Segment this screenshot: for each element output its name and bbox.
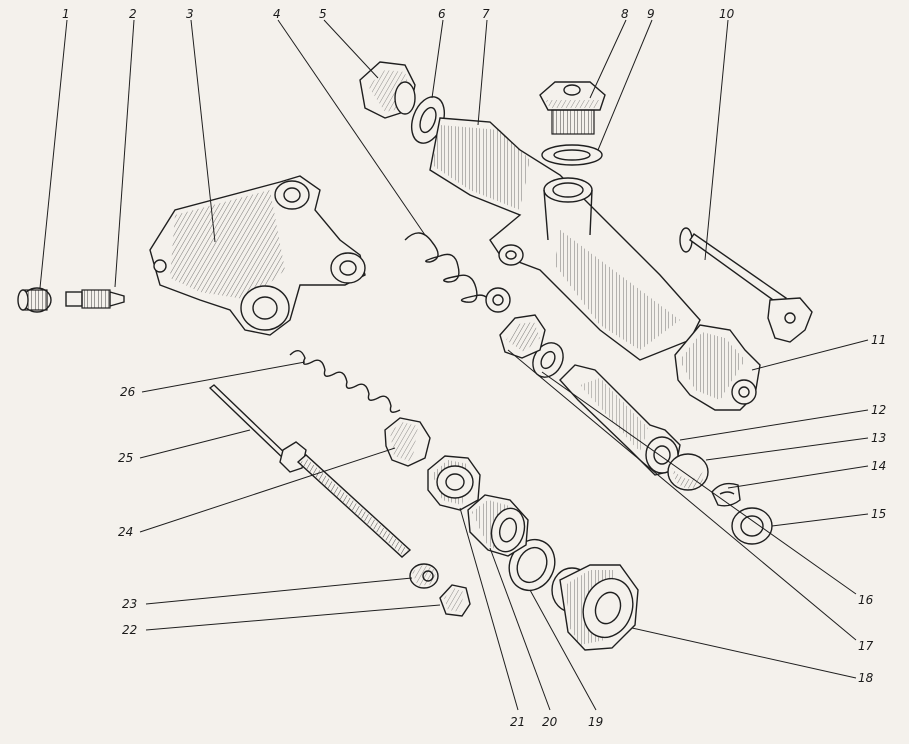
callout-4: 4: [273, 7, 281, 21]
part-18-bushing: [551, 564, 639, 651]
part-26-spring: [289, 350, 431, 467]
callout-1: 1: [62, 7, 70, 21]
part-5-nut: [359, 61, 416, 119]
part-9-washer: [541, 144, 603, 166]
leader-lines: [39, 19, 869, 711]
callout-24: 24: [118, 525, 133, 539]
callout-18: 18: [858, 671, 874, 685]
callout-2: 2: [129, 7, 137, 21]
part-24-25-rod: [208, 384, 412, 558]
callout-19: 19: [588, 715, 603, 729]
callout-3: 3: [186, 7, 194, 21]
part-13-cup: [667, 453, 709, 491]
callout-15: 15: [871, 507, 886, 521]
callout-numbers: 1 2 3 4 5 6 7 8 9 10 11 12 13 14 15 16 1…: [62, 7, 886, 729]
part-17-cup: [499, 314, 546, 359]
part-15-ring: [731, 507, 773, 545]
callout-21: 21: [510, 715, 525, 729]
callout-20: 20: [542, 715, 558, 729]
part-14-washer: [711, 482, 741, 507]
callout-6: 6: [438, 7, 446, 21]
callout-5: 5: [319, 7, 327, 21]
callout-26: 26: [120, 385, 136, 399]
callout-22: 22: [122, 623, 137, 637]
part-20-sleeve: [467, 494, 529, 557]
callout-14: 14: [871, 459, 886, 473]
callout-10: 10: [719, 7, 735, 21]
callout-9: 9: [647, 7, 655, 21]
part-11-boot: [674, 324, 761, 411]
part-12-piston: [559, 364, 681, 476]
callout-23: 23: [122, 597, 137, 611]
part-4-spring: [404, 232, 511, 313]
part-19-ring: [508, 538, 556, 592]
callout-13: 13: [871, 431, 886, 445]
part-16-seal-ring: [532, 342, 564, 378]
callout-25: 25: [118, 451, 133, 465]
callout-11: 11: [871, 333, 886, 347]
part-1-cap: [17, 287, 52, 313]
part-2-bleed-screw: [65, 289, 125, 309]
part-3-bracket: [149, 175, 366, 336]
callout-16: 16: [858, 593, 874, 607]
part-8-plug: [539, 81, 606, 135]
part-10-push-rod: [679, 227, 813, 343]
callout-12: 12: [871, 403, 886, 417]
callout-17: 17: [858, 639, 874, 653]
part-7-main-cylinder: [429, 117, 701, 361]
part-21-sleeve: [427, 455, 481, 511]
callout-8: 8: [621, 7, 629, 21]
part-23-nut: [409, 563, 439, 589]
callout-7: 7: [482, 7, 490, 21]
part-22-cone-nut: [439, 584, 471, 617]
